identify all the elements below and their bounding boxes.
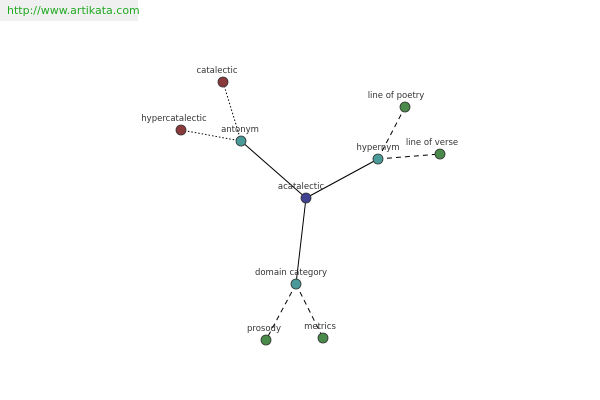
nodes-layer: acatalectic antonym hypernym domain categor… — [141, 66, 458, 346]
node-hypercatalectic[interactable]: hypercatalectic — [141, 114, 207, 136]
node-line-of-poetry[interactable]: line of poetry — [368, 91, 425, 113]
node-label-domain-category[interactable]: domain category — [255, 268, 327, 278]
node-catalectic[interactable]: catalectic — [196, 66, 238, 88]
node-metrics[interactable]: metrics — [304, 322, 336, 344]
node-circle-metrics[interactable] — [317, 332, 329, 344]
node-label-hypernym[interactable]: hypernym — [356, 143, 399, 153]
node-label-line-of-verse[interactable]: line of verse — [406, 138, 458, 148]
node-circle-acatalectic[interactable] — [300, 192, 312, 204]
site-url-link[interactable]: http://www.artikata.com — [7, 4, 140, 17]
edge-hypernym-to-line-of-poetry — [377, 106, 406, 160]
node-prosody[interactable]: prosody — [247, 324, 281, 346]
node-label-metrics[interactable]: metrics — [304, 322, 336, 332]
node-label-prosody[interactable]: prosody — [247, 324, 281, 334]
node-circle-prosody[interactable] — [260, 334, 272, 346]
node-hypernym[interactable]: hypernym — [356, 143, 400, 165]
node-line-of-verse[interactable]: line of verse — [406, 138, 458, 160]
node-circle-antonym[interactable] — [235, 135, 247, 147]
edge-acatalectic-to-antonym — [240, 140, 307, 199]
edge-acatalectic-to-hypernym — [305, 158, 379, 199]
edge-hypernym-to-line-of-verse — [377, 153, 441, 160]
edge-acatalectic-to-domain-category — [295, 197, 307, 285]
edge-domain-category-to-prosody — [265, 283, 297, 341]
node-label-line-of-poetry[interactable]: line of poetry — [368, 91, 425, 101]
node-circle-catalectic[interactable] — [217, 76, 229, 88]
node-antonym[interactable]: antonym — [221, 125, 259, 147]
node-label-catalectic[interactable]: catalectic — [196, 66, 237, 76]
node-circle-hypernym[interactable] — [372, 153, 384, 165]
node-domain-category[interactable]: domain category — [255, 268, 327, 290]
node-label-acatalectic[interactable]: acatalectic — [278, 182, 325, 192]
node-label-antonym[interactable]: antonym — [221, 125, 259, 135]
node-circle-line-of-poetry[interactable] — [399, 101, 411, 113]
node-label-hypercatalectic[interactable]: hypercatalectic — [141, 114, 207, 124]
node-circle-hypercatalectic[interactable] — [175, 124, 187, 136]
edge-domain-category-to-metrics — [295, 283, 324, 339]
node-circle-line-of-verse[interactable] — [434, 148, 446, 160]
node-acatalectic[interactable]: acatalectic — [278, 182, 325, 204]
node-circle-domain-category[interactable] — [290, 278, 302, 290]
site-banner: http://www.artikata.com — [0, 0, 140, 21]
edges-layer — [180, 81, 441, 341]
